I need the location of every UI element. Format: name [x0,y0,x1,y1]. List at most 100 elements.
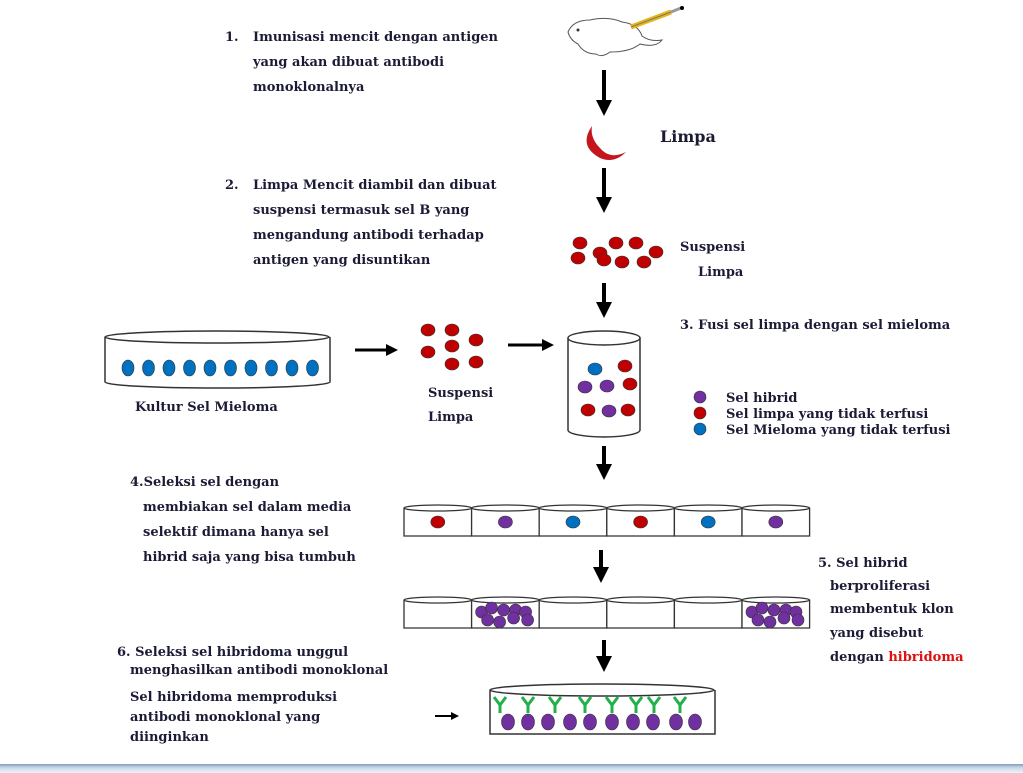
hybrid-cell [599,379,615,393]
hybrid-cell [601,404,617,418]
spleen-cell [596,253,612,267]
hybrid-cell [751,613,765,627]
well [470,504,540,537]
step6-note: antibodi monoklonal yang [130,710,320,725]
hybrid-cell [669,713,683,731]
spleen-icon [586,126,626,160]
spleen-cell [444,357,460,371]
fusion-tube [567,330,641,438]
legend-label: Sel limpa yang tidak terfusi [726,407,928,422]
hybrid-cell [583,713,597,731]
antibody-icon [577,696,593,713]
well-body [403,600,473,629]
well [673,596,743,629]
well-rim [606,504,676,512]
spleen-cell [608,236,624,250]
myeloma-cell [700,515,716,529]
spleen-cell [636,255,652,269]
antibody-icon [604,696,620,713]
hybrid-cell [688,713,702,731]
myeloma-cell [244,359,258,377]
well [470,596,540,629]
step2-line: antigen yang disuntikan [253,253,431,268]
hybrid-cell [626,713,640,731]
step5-line: 5. Sel hibrid [818,556,908,571]
spleen-cell [648,245,664,259]
well-rim [741,596,811,604]
step2-number: 2. [225,178,239,193]
well [403,504,473,537]
suspension-label: Limpa [428,410,474,425]
hybrid-cell [481,613,494,627]
step3-text: 3. Fusi sel limpa dengan sel mieloma [680,318,951,333]
spleen-cell [444,339,460,353]
hybrid-cell [768,515,784,529]
legend-swatch [693,406,707,420]
antibody-icon [492,696,508,713]
step6-note: diinginkan [130,730,209,745]
well [741,504,811,537]
hybrid-cell [767,603,781,617]
spleen-suspension-cells [570,236,664,269]
spleen-suspension-cells [420,323,484,371]
hybrid-cell [577,380,593,394]
step6-line: menghasilkan antibodi monoklonal [130,663,388,678]
spleen-cell [628,236,644,250]
myeloma-cell [265,359,278,377]
hybrid-cell [541,713,555,731]
myeloma-cell [142,359,155,377]
legend-label: Sel Mieloma yang tidak terfusi [726,423,951,438]
myeloma-cell [224,359,237,377]
hybrid-cell [485,601,498,615]
step4-line: hibrid saja yang bisa tumbuh [143,550,356,565]
hybrid-cell [563,713,577,731]
antibody-icon [547,696,563,713]
legend-label: Sel hibrid [726,391,797,406]
well [538,596,608,629]
step1-line: yang akan dibuat antibodi [252,55,444,70]
myeloma-cell [285,359,299,377]
step5-line: dengan hibridoma [830,650,964,665]
step4-line: membiakan sel dalam media [143,500,352,515]
myeloma-cell [565,515,581,529]
step5-line: berproliferasi [830,579,930,594]
myeloma-culture-label: Kultur Sel Mieloma [135,400,278,415]
antibody-icon [628,696,644,713]
antibody-icon [672,696,688,713]
spleen-label: Limpa [660,127,716,146]
hybrid-cell [646,713,660,731]
step2-line: mengandung antibodi terhadap [253,228,484,243]
hybrid-cell [521,713,535,731]
spleen-cell [572,236,588,250]
well-rim [741,504,811,512]
well [538,504,608,537]
myeloma-cell [162,359,176,377]
spleen-cell [622,377,638,391]
well [606,596,676,629]
well-rim [403,504,473,512]
spleen-cell [614,255,630,269]
well-rim [673,596,743,604]
step4-line: 4.Seleksi sel dengan [130,475,280,490]
myeloma-cell [121,359,135,377]
antibody-icon [646,696,662,713]
hybrid-cell [493,615,506,629]
myeloma-cell [203,359,217,377]
spleen-cell [468,355,484,369]
well-rim [606,596,676,604]
myeloma-cell [306,359,319,377]
legend-swatch [693,390,707,404]
step5-line: yang disebut [829,626,923,641]
step1-line: monoklonalnya [253,80,365,95]
well-rim [470,596,540,604]
hybrid-cell [501,713,515,731]
spleen-cell [468,333,484,347]
step1-line: Imunisasi mencit dengan antigen [253,30,499,45]
step2-line: Limpa Mencit diambil dan dibuat [253,178,497,193]
hybrid-cell [497,603,510,617]
antibody-icon [520,696,536,713]
spleen-cell [617,359,633,373]
hybridoma-dish [489,683,716,735]
